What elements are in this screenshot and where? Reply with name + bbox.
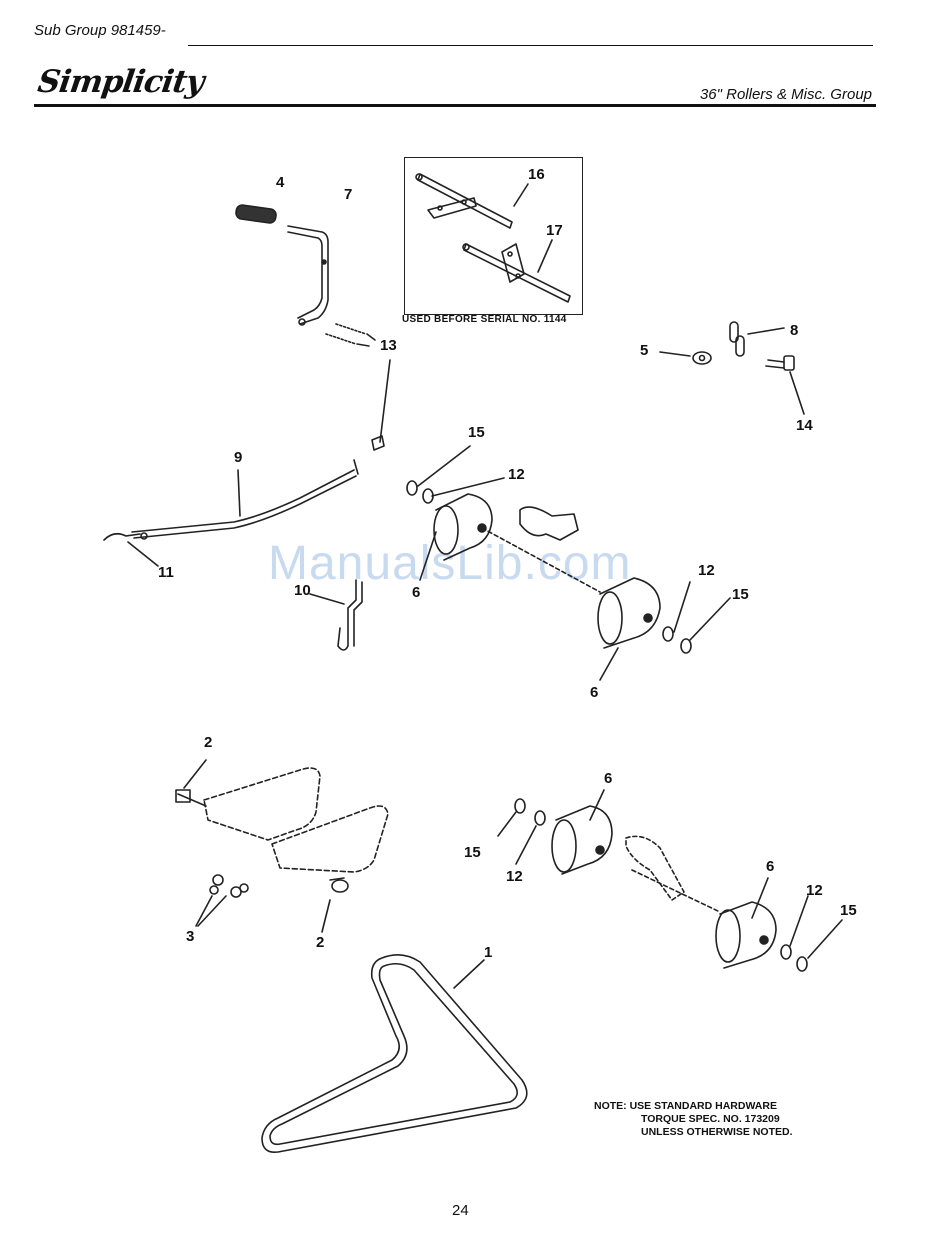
- callout-9: 9: [234, 449, 242, 466]
- callout-12-lower-right: 12: [806, 882, 823, 899]
- callout-15-lower-right: 15: [840, 902, 857, 919]
- hardware-note: NOTE: USE STANDARD HARDWARE TORQUE SPEC.…: [594, 1100, 793, 1139]
- callout-11: 11: [158, 564, 174, 581]
- part-1-belt: [262, 955, 527, 1152]
- note-line-1: NOTE: USE STANDARD HARDWARE: [594, 1100, 793, 1113]
- callout-16: 16: [528, 166, 545, 183]
- note-line-3: UNLESS OTHERWISE NOTED.: [594, 1126, 793, 1139]
- callout-6-upper-left: 6: [412, 584, 420, 601]
- part-4-spring: [235, 204, 277, 223]
- callout-5: 5: [640, 342, 648, 359]
- part-8-5-14-hardware: [660, 322, 804, 414]
- callout-13: 13: [380, 337, 397, 354]
- callout-17: 17: [546, 222, 563, 239]
- callout-15-upper-right: 15: [732, 586, 749, 603]
- part-7-lever: [288, 226, 328, 325]
- lower-rollers: [498, 790, 842, 971]
- callout-6-lower-right: 6: [766, 858, 774, 875]
- note-line-2: TORQUE SPEC. NO. 173209: [594, 1113, 793, 1126]
- callout-8: 8: [790, 322, 798, 339]
- callout-3: 3: [186, 928, 194, 945]
- callout-4: 4: [276, 174, 284, 191]
- callout-12-lower-left: 12: [506, 868, 523, 885]
- callout-2-lower: 2: [316, 934, 324, 951]
- callout-2-upper: 2: [204, 734, 212, 751]
- callout-1: 1: [484, 944, 492, 961]
- callout-12-upper-right: 12: [698, 562, 715, 579]
- lower-brackets: [176, 760, 388, 932]
- callout-6-lower-left: 6: [604, 770, 612, 787]
- page-number: 24: [452, 1202, 469, 1219]
- callout-15-lower-left: 15: [464, 844, 481, 861]
- part-9-rod: [104, 460, 358, 566]
- part-10-hook: [310, 580, 362, 650]
- upper-rollers: [407, 446, 730, 680]
- callout-12-upper-left: 12: [508, 466, 525, 483]
- callout-14: 14: [796, 417, 813, 434]
- callout-10: 10: [294, 582, 311, 599]
- callout-6-upper-right: 6: [590, 684, 598, 701]
- callout-7: 7: [344, 186, 352, 203]
- callout-15-upper-left: 15: [468, 424, 485, 441]
- inset-caption: USED BEFORE SERIAL NO. 1144: [402, 314, 567, 325]
